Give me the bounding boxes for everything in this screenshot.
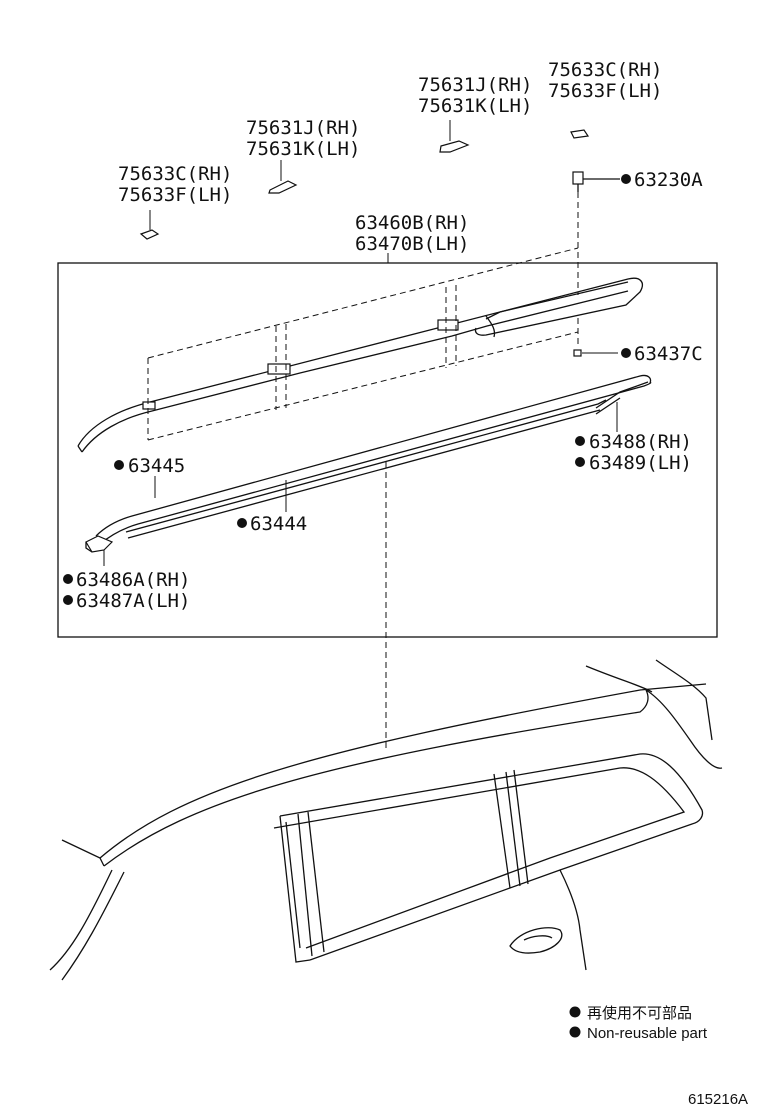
legend-text-en: Non-reusable part xyxy=(587,1025,708,1042)
bullet-cover-front xyxy=(63,574,73,584)
label-screw: 63230A xyxy=(634,169,703,191)
label-nut: 63437C xyxy=(634,343,703,365)
label-spacer: 63444 xyxy=(250,513,307,535)
label-clip-front-top-1: 75633C(RH) xyxy=(548,59,662,81)
clip-part-center xyxy=(439,120,470,153)
bullet-nut xyxy=(621,348,631,358)
roof-rail-assembly xyxy=(77,247,643,453)
label-clip-front-top-2: 75633F(LH) xyxy=(548,80,662,102)
label-clip-left-top-1: 75631J(RH) xyxy=(246,117,360,139)
screw-part xyxy=(572,171,620,295)
label-clip-right-top-1: 75631J(RH) xyxy=(418,74,532,96)
bullet-cover-rear-2 xyxy=(575,457,585,467)
label-cover-front-1: 63486A(RH) xyxy=(76,569,190,591)
label-clip-right-top-2: 75631K(LH) xyxy=(418,95,532,117)
vehicle-body-outline xyxy=(49,659,723,981)
assembly-box xyxy=(57,262,718,638)
label-cover-rear-2: 63489(LH) xyxy=(589,452,692,474)
label-cover-front-2: 63487A(LH) xyxy=(76,590,190,612)
figure-code: 615216A xyxy=(688,1091,748,1108)
label-clip-left-top-2: 75631K(LH) xyxy=(246,138,360,160)
bullet-spacer xyxy=(237,518,247,528)
clip-part-front-left xyxy=(139,210,160,240)
label-rail-bar: 63445 xyxy=(128,455,185,477)
label-clip-front-left-2: 75633F(LH) xyxy=(118,184,232,206)
legend-bullet-en xyxy=(569,1026,581,1038)
label-clip-front-left-1: 75633C(RH) xyxy=(118,163,232,185)
roof-rail-bar xyxy=(85,374,652,553)
bullet-rail-bar xyxy=(114,460,124,470)
legend-bullet-jp xyxy=(569,1006,581,1018)
label-rail-assy-1: 63460B(RH) xyxy=(355,212,469,234)
clip-part-top-right xyxy=(570,129,590,139)
label-rail-assy-2: 63470B(LH) xyxy=(355,233,469,255)
bullet-cover-front-2 xyxy=(63,595,73,605)
clip-part-left xyxy=(268,160,298,194)
label-cover-rear-1: 63488(RH) xyxy=(589,431,692,453)
nut-part xyxy=(573,349,582,357)
bullet-screw xyxy=(621,174,631,184)
legend-text-jp: 再使用不可部品 xyxy=(587,1005,692,1022)
bullet-cover-rear xyxy=(575,436,585,446)
